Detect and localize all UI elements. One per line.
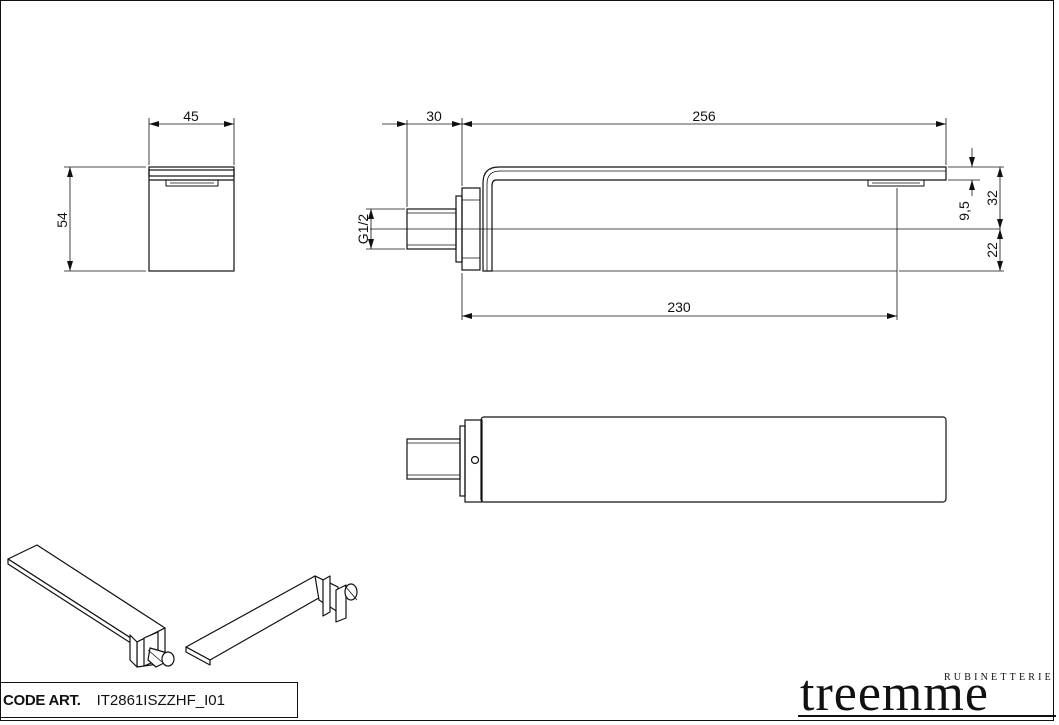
dim-projection: 230	[667, 299, 691, 315]
side-view	[64, 118, 235, 272]
brand-underline	[798, 715, 1056, 717]
isometric-view-front	[7, 544, 175, 668]
dim-offset-top: 32	[984, 190, 1000, 206]
code-art-value: IT2861ISZZHF_I01	[96, 691, 225, 709]
dim-offset-bottom: 22	[984, 242, 1000, 258]
top-view	[406, 416, 947, 503]
brand-subtitle: RUBINETTERIE	[943, 672, 1054, 683]
brand-name: treemme	[800, 665, 989, 722]
brand-logo: RUBINETTERIE treemme	[798, 668, 1056, 720]
front-view	[366, 118, 1004, 320]
dim-inlet-length: 30	[426, 108, 442, 124]
code-art-box: CODE ART. IT2861ISZZHF_I01	[0, 682, 298, 718]
dim-offset-small: 9,5	[956, 201, 972, 221]
code-art-label: CODE ART.	[3, 691, 81, 709]
dim-side-height: 54	[54, 212, 70, 228]
dim-thread: G1/2	[355, 214, 371, 245]
dim-spout-length: 256	[692, 108, 716, 124]
isometric-view-rear	[185, 575, 358, 666]
dim-side-width: 45	[183, 108, 199, 124]
